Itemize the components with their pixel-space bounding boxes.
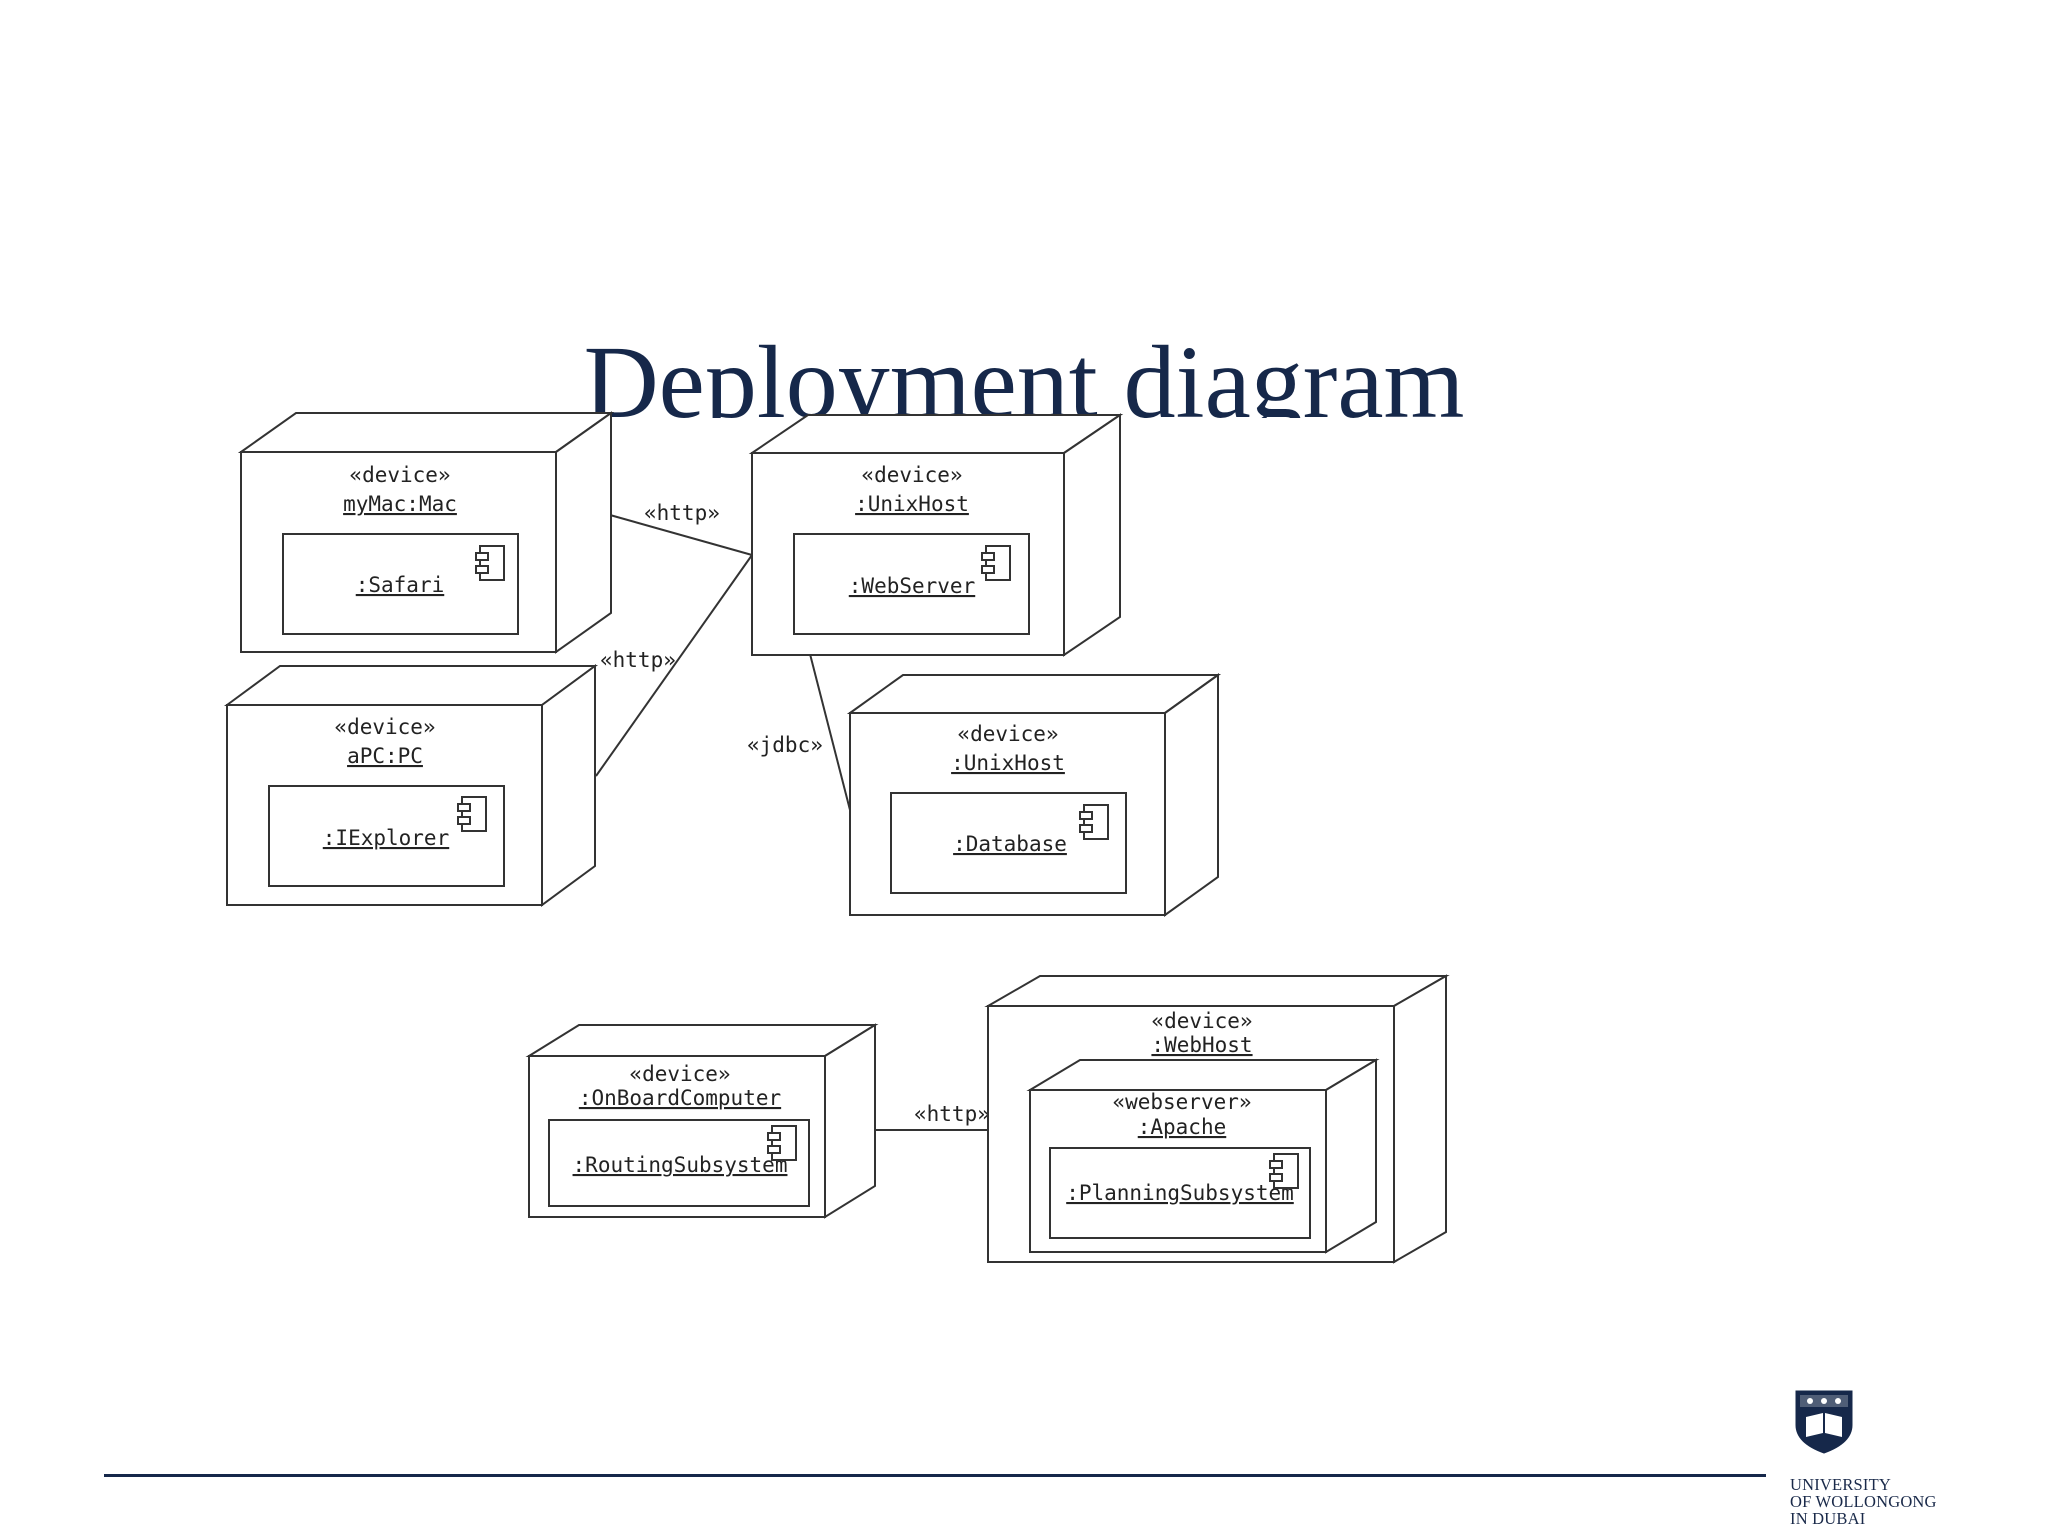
university-name-line: OF WOLLONGONG	[1790, 1492, 1937, 1511]
component-icon	[1079, 804, 1109, 840]
footer-rule	[104, 1474, 1766, 1477]
node-webhost: «device» :WebHost «webserver» :Apache :P…	[984, 974, 1450, 1264]
node-stereotype: «device»	[349, 463, 450, 487]
jdbc-link-webserver-to-database	[809, 653, 851, 811]
component-name: :IExplorer	[323, 826, 449, 850]
component-name: :RoutingSubsystem	[573, 1153, 788, 1177]
component-icon	[767, 1125, 797, 1161]
university-name-line: UNIVERSITY	[1790, 1475, 1891, 1494]
component-icon	[1269, 1153, 1299, 1189]
component-icon	[981, 545, 1011, 581]
node-name: :WebHost	[1151, 1033, 1252, 1057]
node-stereotype: «device»	[957, 722, 1058, 746]
link-label-http: «http»	[600, 648, 676, 672]
node-stereotype: «device»	[1151, 1009, 1252, 1033]
component-box	[1049, 1147, 1311, 1239]
node-mymac: «device» myMac:Mac :Safari	[237, 411, 615, 654]
node-name: myMac:Mac	[343, 492, 457, 516]
node-apc: «device» aPC:PC :IExplorer	[223, 664, 599, 907]
node-name: aPC:PC	[347, 744, 423, 768]
slide-title: Deployment diagram	[583, 328, 1465, 418]
university-crest-icon	[1795, 1390, 1853, 1454]
node-stereotype: «device»	[861, 463, 962, 487]
component-name: :PlanningSubsystem	[1066, 1181, 1294, 1205]
node-name: :Apache	[1138, 1115, 1227, 1139]
link-label-http: «http»	[644, 501, 720, 525]
node-name: :UnixHost	[951, 751, 1065, 775]
node-name: :UnixHost	[855, 492, 969, 516]
deployment-diagram: «device» myMac:Mac :Safari «device» aPC:…	[223, 411, 1450, 1264]
node-apache: «webserver» :Apache :PlanningSubsystem	[1026, 1058, 1380, 1254]
link-label-http: «http»	[914, 1102, 990, 1126]
node-onboardcomputer: «device» :OnBoardComputer :RoutingSubsys…	[525, 1023, 879, 1219]
node-stereotype: «device»	[334, 715, 435, 739]
university-name: UNIVERSITY OF WOLLONGONG IN DUBAI	[1790, 1476, 1937, 1527]
link-label-jdbc: «jdbc»	[747, 733, 823, 757]
university-name-line: IN DUBAI	[1790, 1509, 1866, 1528]
component-name: :WebServer	[849, 574, 975, 598]
component-box	[548, 1119, 810, 1207]
node-unixhost-database: «device» :UnixHost :Database	[846, 673, 1222, 917]
component-icon	[475, 545, 505, 581]
connections	[595, 514, 1030, 1131]
node-stereotype: «device»	[629, 1062, 730, 1086]
component-name: :Safari	[356, 573, 445, 597]
node-unixhost-webserver: «device» :UnixHost :WebServer	[748, 413, 1124, 657]
component-name: :Database	[953, 832, 1067, 856]
node-stereotype: «webserver»	[1112, 1090, 1251, 1114]
component-icon	[457, 796, 487, 832]
component-box	[268, 785, 505, 887]
node-name: :OnBoardComputer	[579, 1086, 781, 1110]
http-link-pc-to-webserver	[595, 554, 753, 777]
http-link-mac-to-webserver	[609, 514, 753, 556]
component-box	[282, 533, 519, 635]
